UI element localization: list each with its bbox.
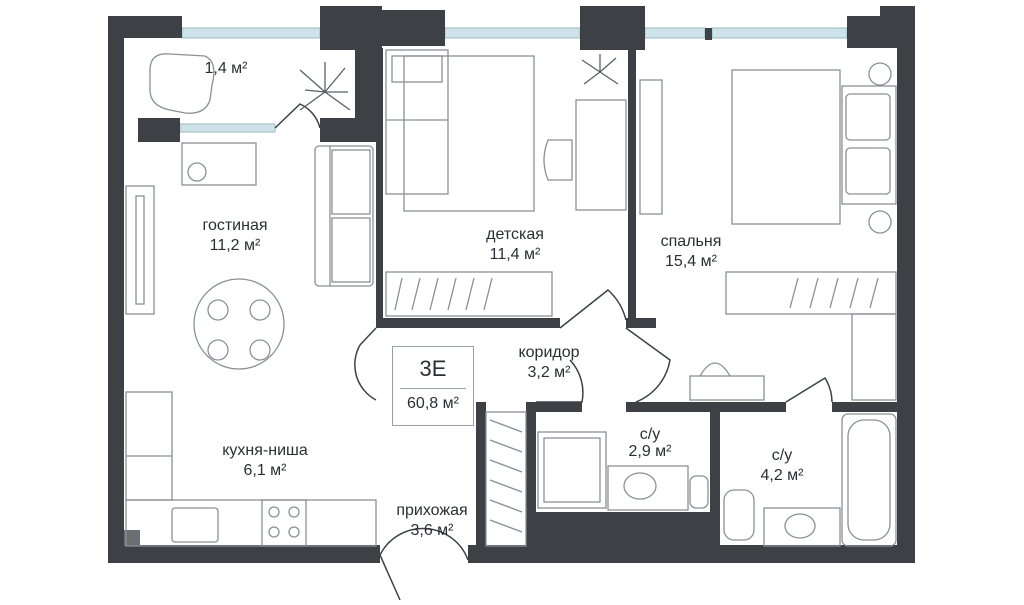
room-name-kitchen: кухня-ниша — [222, 442, 308, 459]
side-table — [181, 142, 257, 186]
room-name-bath1: с/у — [639, 426, 661, 443]
kids-bed — [385, 49, 449, 195]
bedroom-wardrobe — [725, 271, 897, 315]
badge-divider — [400, 388, 466, 389]
window-bedroom-2 — [711, 27, 848, 39]
room-name-kids: детская — [486, 226, 544, 243]
room-area-kitchen: 6,1 м² — [243, 462, 287, 479]
corridor-console — [689, 375, 765, 401]
bath2-vanity — [763, 507, 841, 547]
dresser — [639, 79, 663, 215]
apartment-badge: 3Е 60,8 м² — [392, 346, 474, 426]
kids-rug — [403, 55, 535, 212]
hall-wardrobe — [485, 411, 527, 547]
walls — [108, 6, 915, 563]
sofa — [314, 145, 374, 287]
room-name-bedroom: спальня — [660, 233, 722, 250]
room-name-living: гостиная — [202, 217, 268, 234]
windows — [179, 27, 848, 133]
room-area-kids: 11,4 м² — [489, 246, 541, 263]
kids-desk — [575, 99, 627, 211]
bath1-vanity — [607, 465, 689, 511]
kids-wardrobe — [385, 271, 553, 317]
stove — [261, 499, 307, 547]
room-area-bedroom: 15,4 м² — [665, 253, 717, 270]
room-name-corridor: коридор — [518, 344, 580, 361]
room-area-living: 11,2 м² — [209, 237, 261, 254]
window-kids — [444, 27, 581, 39]
room-name-bath2: с/у — [771, 447, 793, 464]
apartment-total-area: 60,8 м² — [407, 395, 459, 412]
room-area-balcony: 1,4 м² — [204, 60, 248, 77]
doors — [274, 103, 833, 601]
double-bed — [731, 69, 841, 225]
balcony-chair — [149, 53, 215, 114]
kitchen-counter — [125, 499, 377, 547]
room-area-bath1: 2,9 м² — [628, 443, 672, 460]
window-balcony — [181, 27, 321, 39]
bathtub — [841, 413, 897, 547]
window-bedroom-1 — [644, 27, 706, 39]
sink — [171, 507, 219, 543]
plant-icon-2 — [581, 54, 619, 85]
room-area-bath2: 4,2 м² — [760, 467, 804, 484]
plant-icon — [299, 62, 351, 111]
room-area-hall: 3,6 м² — [410, 522, 454, 539]
room-name-hall: прихожая — [396, 502, 468, 519]
kitchen-cabinets — [125, 391, 173, 501]
dining-table — [193, 278, 285, 370]
room-area-corridor: 3,2 м² — [527, 364, 571, 381]
window-living — [179, 123, 276, 133]
furniture — [125, 49, 897, 547]
bath2-toilet — [723, 489, 755, 541]
tv-unit — [125, 185, 155, 315]
shower — [537, 431, 607, 509]
apartment-code: 3Е — [419, 356, 447, 381]
bath1-toilet — [689, 475, 709, 509]
bedroom-wardrobe-2 — [851, 313, 897, 401]
